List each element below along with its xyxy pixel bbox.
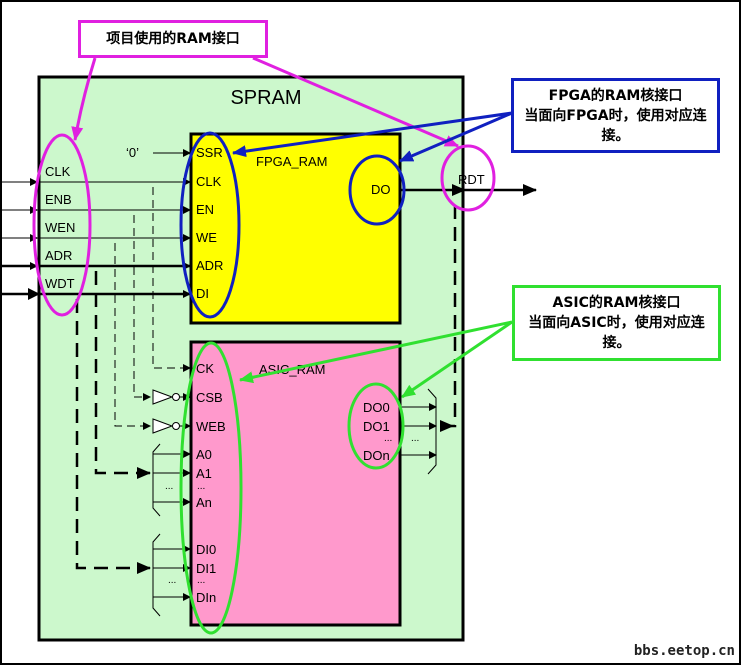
fpga-pointer-do [399, 111, 513, 163]
fpga-interface-callout: FPGA的RAM核接口 当面向FPGA时，使用对应连 接。 [511, 78, 720, 153]
fpga-callout-line3: 接。 [601, 128, 630, 144]
asic-callout-line2: 当面向ASIC时，使用对应连 [528, 315, 705, 331]
project-interface-callout-text: 项目使用的RAM接口 [106, 31, 240, 47]
asic-port-din: DIn [196, 590, 216, 605]
asic-port-a0: A0 [196, 447, 212, 462]
asic-port-don: DOn [363, 448, 390, 463]
data-bus-splitter [152, 533, 191, 617]
output-bus-ellipsis: ... [411, 433, 419, 444]
asic-port-a-ellipsis: ... [197, 481, 205, 492]
fpga-callout-line1: FPGA的RAM核接口 [548, 88, 683, 104]
project-ports-highlight [32, 133, 92, 317]
asic-callout-line3: 接。 [602, 335, 631, 351]
fpga-ram-name: FPGA_RAM [256, 154, 328, 169]
project-interface-callout: 项目使用的RAM接口 [78, 20, 268, 58]
asic-port-di1: DI1 [196, 561, 216, 576]
inverter-csb [152, 389, 191, 405]
fpga-ram-block [189, 132, 402, 325]
port-wdt: WDT [45, 276, 75, 291]
fpga-port-ssr: SSR [196, 145, 223, 160]
output-bus-merger [400, 388, 437, 475]
fpga-inputs-highlight [179, 131, 241, 319]
inverter-web [152, 418, 191, 434]
asic-outputs: DO0 DO1 ... DOn [363, 400, 392, 463]
port-adr: ADR [45, 248, 72, 263]
constant-zero-label: ‘0’ [126, 145, 139, 160]
asic-port-ck: CK [196, 361, 214, 376]
watermark: bbs.eetop.cn [633, 643, 735, 659]
fpga-pointer-ssr [232, 111, 513, 158]
rdt-label: RDT [458, 172, 485, 187]
asic-port-do0: DO0 [363, 400, 390, 415]
asic-callout-line1: ASIC的RAM核接口 [552, 295, 681, 311]
rdt-highlight [440, 144, 496, 212]
asic-port-a1: A1 [196, 466, 212, 481]
address-bus-splitter [152, 443, 191, 517]
port-clk: CLK [45, 164, 71, 179]
asic-inputs: CK CSB WEB A0 A1 ... An DI0 DI1 ... DIn [196, 361, 226, 605]
asic-port-di0: DI0 [196, 542, 216, 557]
asic-inputs-highlight [179, 341, 243, 635]
project-pointer-right [252, 56, 459, 148]
address-bus-ellipsis: ... [165, 481, 173, 492]
fpga-port-en: EN [196, 202, 214, 217]
fpga-port-di: DI [196, 286, 209, 301]
asic-port-csb: CSB [196, 390, 223, 405]
fpga-port-clk: CLK [196, 174, 222, 189]
fpga-port-we: WE [196, 230, 217, 245]
fpga-do-highlight [348, 154, 406, 226]
asic-port-do1: DO1 [363, 419, 390, 434]
port-enb: ENB [45, 192, 72, 207]
asic-port-web: WEB [196, 419, 226, 434]
spram-title: SPRAM [230, 87, 301, 109]
asic-port-di-ellipsis: ... [197, 575, 205, 586]
asic-pointer-inputs [239, 320, 513, 384]
project-pointer-left [71, 57, 97, 141]
project-ports: CLK ENB WEN ADR WDT [45, 164, 75, 291]
asic-port-an: An [196, 495, 212, 510]
asic-pointer-outputs [401, 320, 513, 399]
asic-outputs-highlight [347, 382, 405, 470]
fpga-port-do: DO [371, 182, 391, 197]
data-bus-ellipsis: ... [168, 575, 176, 586]
fpga-port-adr: ADR [196, 258, 223, 273]
port-wen: WEN [45, 220, 75, 235]
fpga-inputs: SSR CLK EN WE ADR DI [196, 145, 223, 301]
fpga-callout-line2: 当面向FPGA时，使用对应连 [524, 108, 707, 124]
asic-interface-callout: ASIC的RAM核接口 当面向ASIC时，使用对应连 接。 [512, 285, 721, 361]
asic-port-do-ellipsis: ... [384, 433, 392, 444]
